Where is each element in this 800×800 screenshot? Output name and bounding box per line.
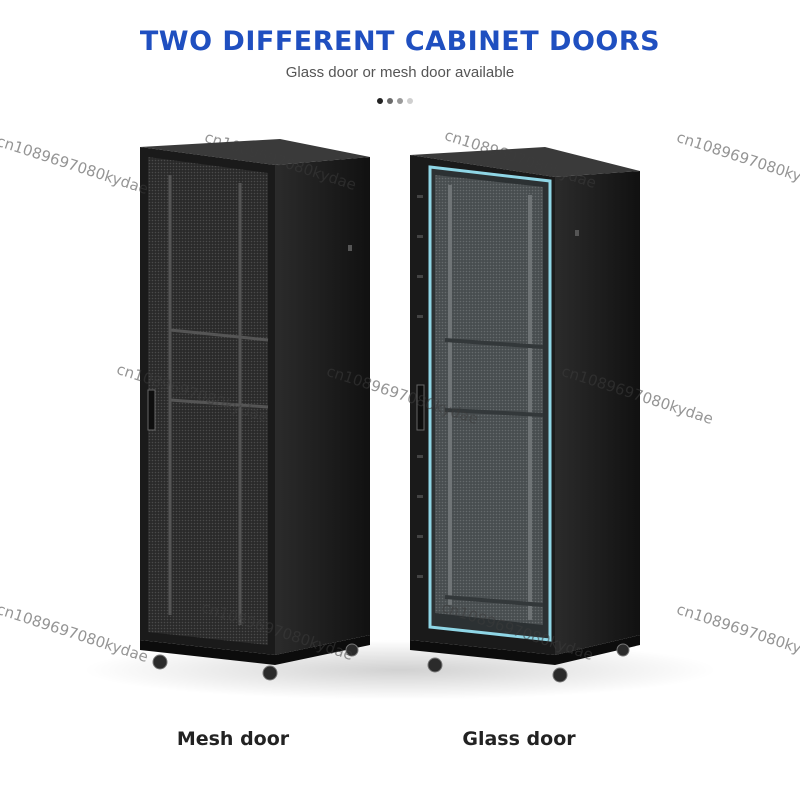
cabinet-top bbox=[140, 139, 370, 165]
glass-door-cabinet-image bbox=[410, 147, 640, 683]
page-subtitle: Glass door or mesh door available bbox=[285, 64, 515, 81]
cabinet-side-panel bbox=[555, 171, 640, 655]
cabinet-base bbox=[140, 635, 370, 665]
mesh-door-cabinet-image bbox=[140, 139, 370, 681]
watermark: cn1089697080kydae bbox=[0, 600, 151, 666]
watermark: cn1089697080kydae bbox=[0, 132, 151, 198]
caster-wheel-icon bbox=[552, 667, 568, 683]
watermark: cn1089697080kydae bbox=[674, 128, 800, 194]
cabinet-base bbox=[410, 635, 640, 665]
carousel-dot-2[interactable] bbox=[387, 98, 393, 104]
door-handle-icon bbox=[416, 384, 425, 431]
caster-wheel-icon bbox=[262, 665, 278, 681]
mesh-door bbox=[148, 157, 268, 645]
shelf bbox=[444, 408, 544, 417]
caster-wheel-icon bbox=[152, 654, 168, 670]
side-lock bbox=[575, 230, 579, 236]
side-lock bbox=[348, 245, 352, 251]
carousel-dots bbox=[377, 98, 413, 104]
carousel-dot-4[interactable] bbox=[407, 98, 413, 104]
caster-wheel-icon bbox=[345, 643, 359, 657]
cabinet-side-panel bbox=[275, 157, 370, 655]
shelf bbox=[169, 328, 269, 342]
cabinet-top bbox=[410, 147, 640, 177]
page-title: TWO DIFFERENT CABINET DOORS bbox=[139, 26, 661, 57]
mesh-door-caption: Mesh door bbox=[176, 728, 290, 750]
shelf bbox=[444, 595, 544, 607]
carousel-dot-1[interactable] bbox=[377, 98, 383, 104]
carousel-dot-3[interactable] bbox=[397, 98, 403, 104]
vent-slots bbox=[417, 195, 423, 578]
glass-door bbox=[428, 165, 552, 642]
shelf bbox=[169, 398, 269, 409]
shelf bbox=[444, 338, 544, 349]
glass-door-caption: Glass door bbox=[462, 728, 576, 750]
caster-wheel-icon bbox=[616, 643, 630, 657]
caster-wheel-icon bbox=[427, 657, 443, 673]
door-handle-icon bbox=[147, 389, 156, 431]
cabinet-interior bbox=[435, 175, 543, 625]
